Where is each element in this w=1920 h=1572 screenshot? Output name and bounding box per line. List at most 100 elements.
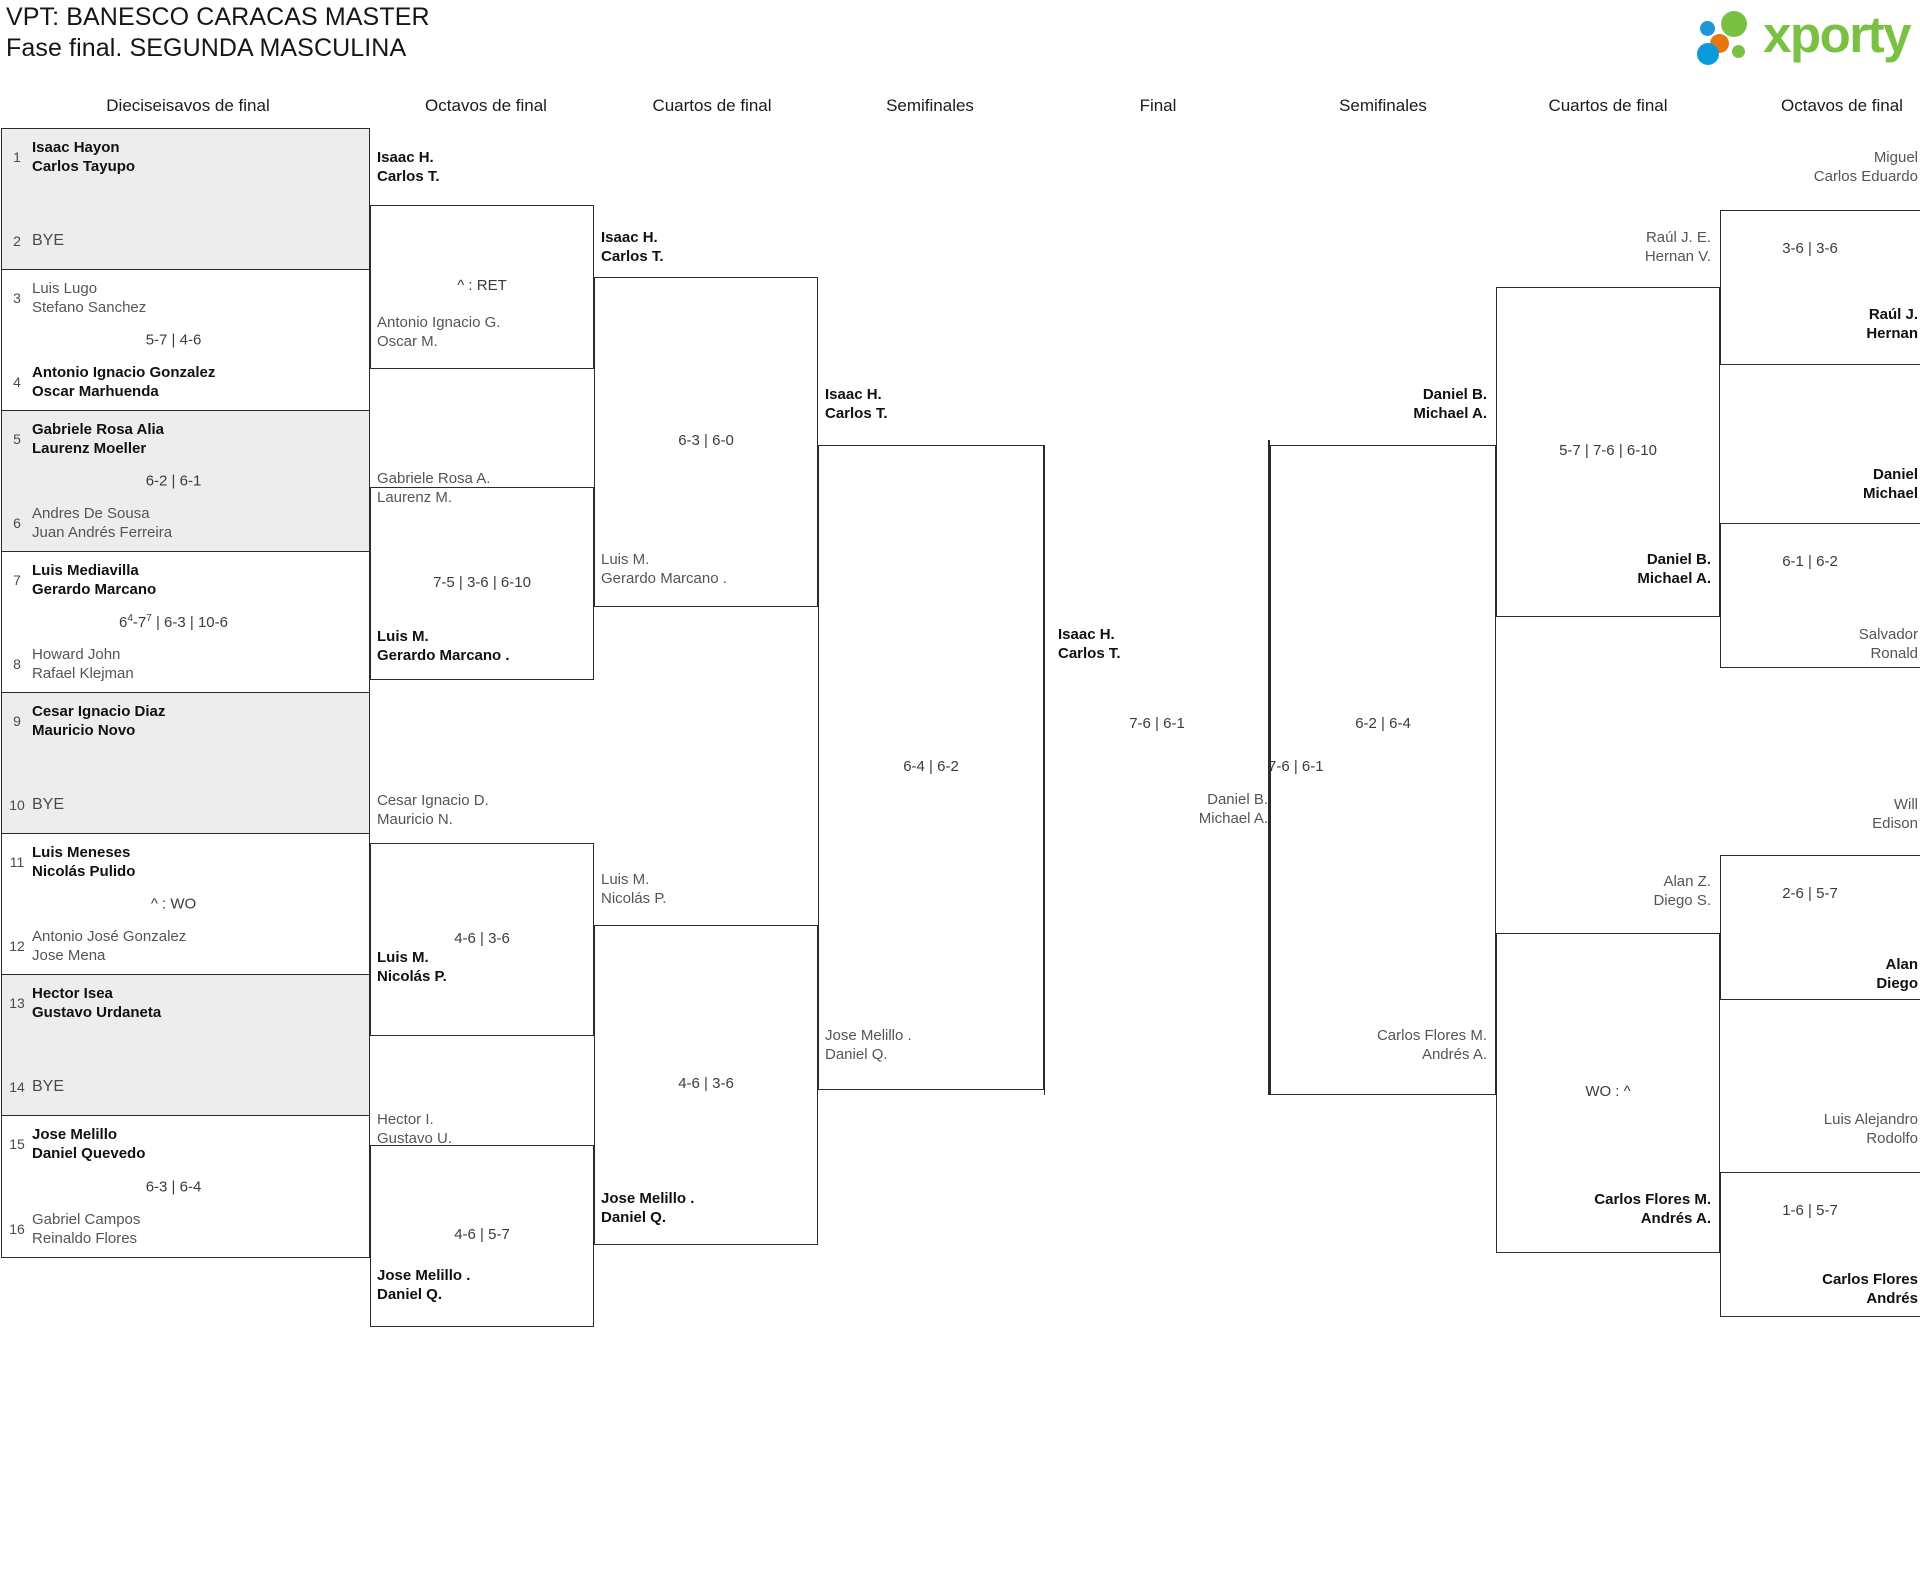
xporty-logo: xporty: [1697, 4, 1911, 66]
seed-number: 10: [9, 797, 25, 813]
team-names: Carlos Flores M.Andrés A.: [1376, 1027, 1487, 1063]
match-score: 6-2 | 6-1: [145, 472, 202, 490]
match-score: 6-2 | 6-4: [1355, 715, 1411, 732]
bye-label: BYE: [32, 232, 65, 249]
column-header-7: Octavos de final: [1781, 96, 1903, 115]
team-names: Alan Z.Diego S.: [1653, 873, 1711, 909]
team-names: Luis M.Gerardo Marcano .: [377, 628, 510, 664]
match-score: ^ : WO: [150, 895, 197, 913]
team-names: Carlos Flores M.Andrés A.: [1594, 1191, 1711, 1227]
logo-dot-green-large-icon: [1721, 11, 1748, 37]
bye-label: BYE: [32, 1078, 65, 1095]
seed-number: 11: [9, 854, 25, 870]
match-score: 7-5 | 3-6 | 6-10: [433, 573, 531, 591]
match-box[interactable]: [370, 843, 594, 1036]
match-score: 4-6 | 5-7: [454, 1226, 510, 1243]
match-score: WO : ^: [1585, 1083, 1631, 1100]
match-box[interactable]: [818, 445, 1044, 1090]
final-divider-left: [1044, 445, 1045, 1095]
match-score: 64-77 | 6-3 | 10-6: [119, 613, 228, 631]
match-box[interactable]: [1496, 933, 1720, 1253]
seed-number: 14: [9, 1079, 25, 1095]
logo-dot-blue-large-icon: [1697, 43, 1720, 65]
team-names: Gabriele Rosa A.Laurenz M.: [377, 470, 491, 506]
team-names: Jose Melillo .Daniel Q.: [825, 1027, 912, 1063]
match-box[interactable]: [594, 925, 818, 1245]
match-score: 4-6 | 3-6: [454, 929, 510, 947]
match-box[interactable]: [1720, 1172, 1920, 1317]
match-score: 1-6 | 5-7: [1782, 1202, 1838, 1219]
column-header-6: Cuartos de final: [1548, 96, 1668, 115]
seed-number: 9: [13, 713, 21, 729]
match-box[interactable]: [1720, 855, 1920, 1000]
column-header-4: Final: [1139, 96, 1177, 115]
team-names: Isaac H.Carlos T.: [601, 229, 664, 265]
logo-dots-icon: [1697, 7, 1759, 65]
match-box[interactable]: [1268, 440, 1270, 1095]
match-score: 5-7 | 7-6 | 6-10: [1559, 442, 1657, 459]
column-header-5: Semifinales: [1339, 96, 1427, 115]
team-names: Jose Melillo .Daniel Q.: [601, 1190, 695, 1226]
column-header-3: Semifinales: [886, 96, 974, 115]
seed-number: 13: [9, 995, 25, 1011]
seed-row[interactable]: 2 BYE: [2, 217, 369, 265]
match-score: 6-4 | 6-2: [903, 757, 959, 775]
team-names: Isaac H.Carlos T.: [1058, 626, 1121, 662]
match-box[interactable]: [370, 1145, 594, 1327]
team-names: Daniel B.Michael A.: [1413, 386, 1487, 422]
match-box[interactable]: [1720, 210, 1920, 365]
seed-number: 1: [13, 149, 21, 165]
match-box[interactable]: [370, 205, 594, 369]
team-names: Daniel B.Michael A.: [1198, 791, 1268, 827]
seed-row[interactable]: 14 BYE: [2, 1063, 369, 1111]
team-names: Luis M.Nicolás P.: [377, 949, 447, 985]
seed-number: 2: [13, 233, 21, 249]
team-names: Jose Melillo .Daniel Q.: [377, 1267, 471, 1303]
match-score: 5-7 | 4-6: [145, 331, 202, 349]
match-box[interactable]: [1270, 445, 1496, 1095]
match-score: 6-3 | 6-4: [145, 1178, 202, 1195]
match-box[interactable]: [370, 487, 594, 680]
match-box[interactable]: [1720, 523, 1920, 668]
tournament-title: VPT: BANESCO CARACAS MASTER: [6, 3, 430, 31]
team-names: Daniel B.Michael A.: [1637, 551, 1711, 587]
match-score: 4-6 | 3-6: [678, 1075, 734, 1092]
match-box[interactable]: [594, 277, 818, 607]
logo-wordmark: xporty: [1763, 6, 1911, 63]
match-score: 2-6 | 5-7: [1782, 885, 1838, 902]
match-box[interactable]: [1496, 287, 1720, 617]
